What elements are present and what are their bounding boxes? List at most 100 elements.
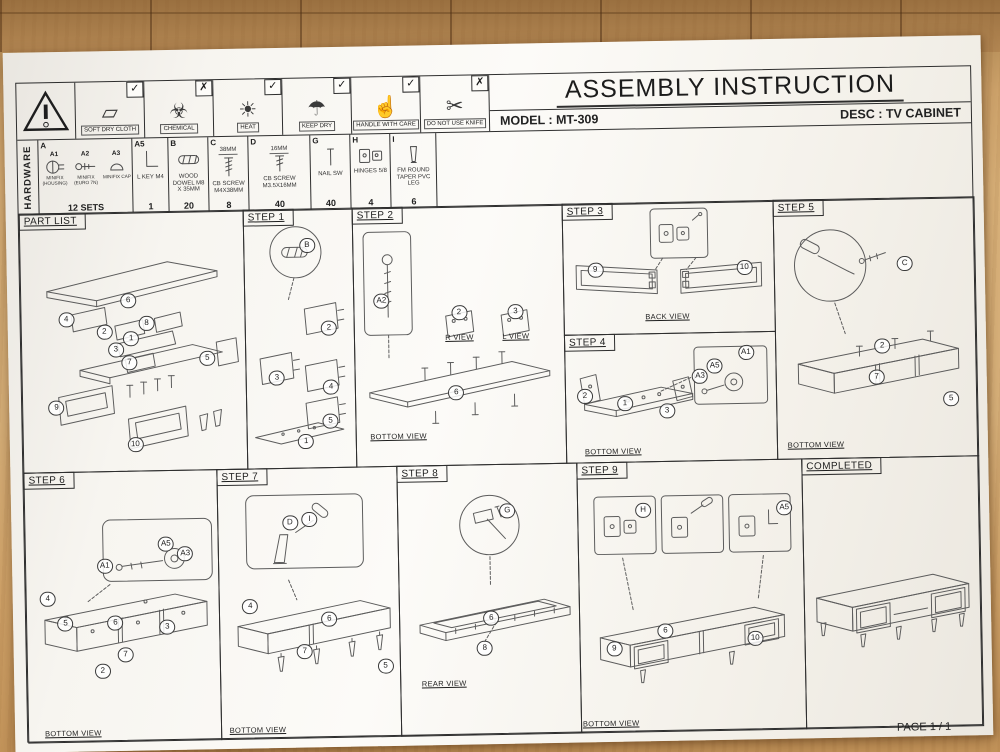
callout-3: 3: [268, 370, 286, 386]
step-1-drawing: [255, 226, 347, 445]
cb-screw-icon: [274, 155, 284, 172]
callout-6: 6: [120, 292, 137, 309]
panel-step-9: STEP 9: [576, 458, 808, 734]
callout-6: 6: [321, 611, 338, 627]
step-7-drawing: [237, 493, 391, 672]
callout-A1: A1: [96, 558, 113, 575]
callout-3: 3: [659, 403, 676, 420]
hardware-section-g: G NAIL SW 40: [310, 134, 352, 210]
hardware-item-a3: A3 MINIFIX CAP: [102, 149, 131, 180]
callout-1: 1: [123, 331, 140, 347]
view-label: BOTTOM VIEW: [229, 724, 287, 735]
hardware-section-h: H HINGES 5/8 4: [350, 133, 392, 209]
do-not-use-knife-icon: ✂: [445, 94, 464, 118]
callout-5: 5: [322, 412, 339, 429]
hardware-section-c: C 38MM CB SCREW M4X38MM 8: [208, 136, 250, 212]
view-label: BOTTOM VIEW: [582, 718, 640, 729]
hardware-id: A: [40, 141, 47, 151]
panel-title: STEP 2: [351, 206, 403, 225]
care-box-keep-dry: ✓☂KEEP DRY: [282, 77, 353, 135]
keep-dry-icon: ☂: [307, 97, 327, 121]
view-label: REAR VIEW: [421, 678, 467, 688]
callout-4: 4: [322, 379, 340, 395]
callout-A1: A1: [737, 345, 755, 361]
hardware-section-a5: A5 L KEY M4 1: [132, 137, 170, 213]
callout-6: 6: [107, 615, 124, 631]
view-label: BACK VIEW: [645, 311, 690, 322]
care-icons: ✓▱SOFT DRY CLOTH✗☣CHEMICAL✓☀HEAT✓☂KEEP D…: [75, 75, 491, 139]
hardware-row: HARDWARE A A1 MINIFIX (HOUSING) A2: [17, 123, 973, 216]
callout-7: 7: [868, 369, 885, 385]
cb-screw-icon: [223, 157, 233, 177]
care-label: HANDLE WITH CARE: [353, 119, 419, 131]
panel-step-2: STEP 2: [351, 203, 568, 468]
view-label: BOTTOM VIEW: [370, 431, 427, 442]
allen-key-icon: [145, 150, 158, 167]
callout-7: 7: [296, 643, 313, 660]
step-8-drawing: [419, 494, 571, 643]
view-label: BOTTOM VIEW: [44, 727, 102, 738]
part-list-drawing: [46, 261, 239, 450]
panel-title: STEP 3: [561, 202, 613, 221]
callout-6: 6: [448, 384, 465, 401]
wood-dowel-icon: [177, 154, 199, 165]
callout-5: 5: [377, 658, 394, 674]
callout-9: 9: [587, 262, 604, 279]
hardware-label: HARDWARE: [17, 140, 40, 215]
callout-C: C: [896, 255, 913, 271]
view-label: BOTTOM VIEW: [584, 446, 642, 457]
chemical-icon: ☣: [169, 99, 189, 123]
minifix-housing-icon: [45, 160, 64, 174]
panel-part-list: PART LIST: [18, 209, 249, 474]
panel-step-7: STEP 7: [216, 465, 403, 741]
check-mark-icon: ✓: [264, 78, 282, 96]
desc-label: DESC : TV CABINET: [839, 105, 962, 122]
callout-3: 3: [107, 342, 124, 358]
view-label: BOTTOM VIEW: [787, 439, 845, 450]
callout-6: 6: [657, 623, 674, 640]
cross-mark-icon: ✗: [471, 75, 489, 92]
cross-mark-icon: ✗: [195, 80, 213, 97]
callout-A3: A3: [177, 546, 194, 562]
sheet-frame: ✓▱SOFT DRY CLOTH✗☣CHEMICAL✓☀HEAT✓☂KEEP D…: [15, 65, 985, 744]
callout-5: 5: [57, 615, 74, 632]
callout-2: 2: [96, 324, 113, 340]
callout-8: 8: [138, 315, 155, 332]
panel-title: STEP 8: [396, 464, 448, 483]
warning-triangle-icon: [16, 82, 77, 140]
callout-5: 5: [943, 391, 960, 407]
callout-B: B: [298, 237, 316, 254]
panel-title: STEP 1: [242, 208, 294, 227]
steps-grid: PART LIST: [18, 196, 985, 744]
model-label: MODEL : MT-309: [499, 112, 599, 128]
check-mark-icon: ✓: [126, 81, 144, 98]
callout-10: 10: [127, 437, 144, 453]
hardware-item-a1: A1 MINIFIX (HOUSING): [42, 151, 68, 187]
hardware-row-spacer: [436, 123, 972, 207]
callout-5: 5: [199, 350, 216, 367]
callout-2: 2: [320, 320, 338, 336]
check-mark-icon: ✓: [402, 76, 420, 93]
care-box-heat: ✓☀HEAT: [213, 78, 284, 137]
care-label: DO NOT USE KNIFE: [423, 118, 487, 130]
heat-icon: ☀: [238, 98, 258, 122]
callout-2: 2: [576, 388, 594, 405]
callout-A5: A5: [157, 536, 174, 552]
soft-dry-cloth-icon: ▱: [101, 100, 119, 125]
panel-title: STEP 5: [772, 199, 824, 217]
callout-A3: A3: [691, 368, 709, 385]
hardware-section-a: A A1 MINIFIX (HOUSING) A2: [38, 138, 134, 215]
callout-A2: A2: [373, 293, 390, 309]
callout-7: 7: [117, 647, 134, 663]
title-block: ASSEMBLY INSTRUCTION MODEL : MT-309 DESC…: [489, 66, 972, 132]
care-box-do-not-use-knife: ✗ ✂DO NOT USE KNIFE: [420, 75, 491, 133]
step-5-drawing: [794, 229, 960, 394]
nail-icon: [326, 148, 334, 166]
care-box-soft-dry-cloth: ✓▱SOFT DRY CLOTH: [75, 81, 146, 139]
callout-10: 10: [736, 260, 753, 276]
